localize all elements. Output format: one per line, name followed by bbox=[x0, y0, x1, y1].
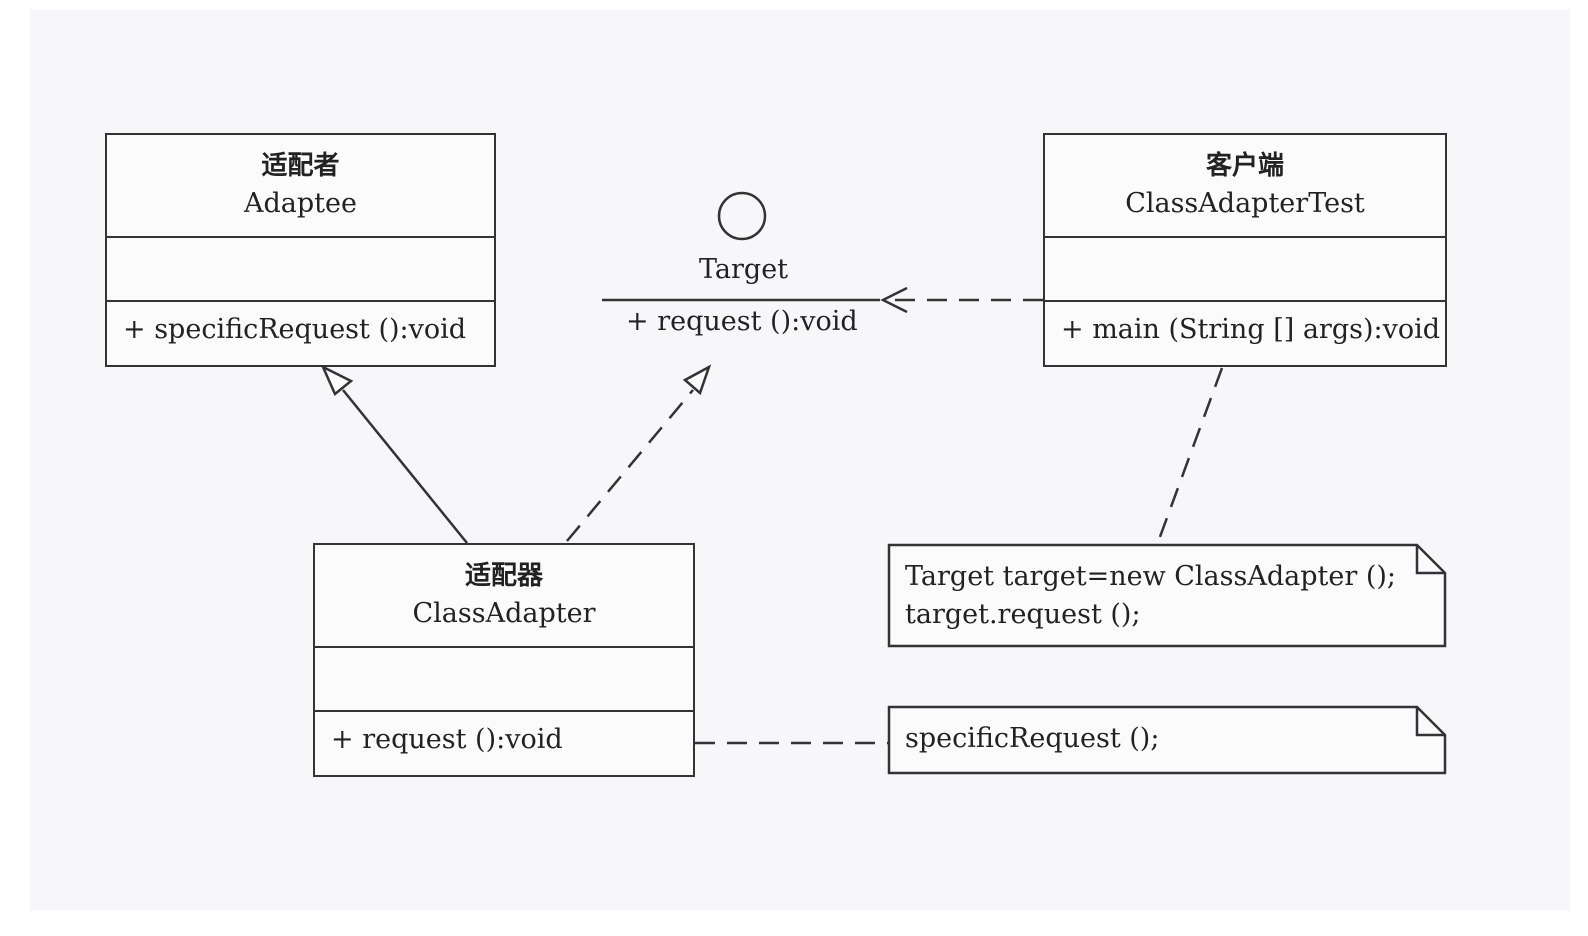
adaptee-name: Adaptee bbox=[244, 188, 357, 219]
client-name-section: 客户端 ClassAdapterTest bbox=[1045, 135, 1445, 238]
client-note-anchor-line bbox=[1155, 367, 1224, 546]
client-note-text: Target target=new ClassAdapter (); targe… bbox=[905, 558, 1396, 634]
adaptee-class: 适配者 Adaptee + specificRequest ():void bbox=[105, 133, 496, 367]
client-operation: + main (String [] args):void bbox=[1061, 314, 1441, 345]
adaptee-operation: + specificRequest ():void bbox=[123, 314, 467, 345]
client-note-line-2: target.request (); bbox=[905, 599, 1141, 630]
adapter-operation: + request ():void bbox=[331, 724, 563, 755]
dependency-arrowhead-icon bbox=[880, 286, 908, 314]
client-note-fold bbox=[1415, 545, 1445, 575]
generalization-line bbox=[342, 389, 468, 544]
client-name-cn: 客户端 bbox=[1205, 151, 1284, 181]
realization-arrowhead-icon bbox=[682, 364, 712, 396]
adaptee-attributes-section bbox=[107, 238, 494, 302]
adaptee-name-cn: 适配者 bbox=[261, 151, 340, 181]
generalization-arrowhead-icon bbox=[320, 364, 354, 396]
client-attributes-section bbox=[1045, 238, 1445, 302]
adapter-note-shape bbox=[887, 705, 1447, 775]
adapter-note-line-1: specificRequest (); bbox=[905, 723, 1160, 754]
client-note-line-1: Target target=new ClassAdapter (); bbox=[905, 561, 1397, 592]
interface-circle-icon bbox=[717, 191, 767, 241]
adapter-name: ClassAdapter bbox=[412, 598, 596, 629]
client-name: ClassAdapterTest bbox=[1125, 188, 1365, 219]
target-name: Target bbox=[699, 254, 789, 285]
adapter-name-cn: 适配器 bbox=[464, 561, 543, 591]
client-note-shape bbox=[887, 543, 1447, 648]
adapter-attributes-section bbox=[315, 648, 693, 712]
adapter-class: 适配器 ClassAdapter + request ():void bbox=[313, 543, 695, 777]
adapter-note-text: specificRequest (); bbox=[905, 720, 1159, 758]
target-operation: + request ():void bbox=[626, 306, 858, 337]
adapter-note-fold bbox=[1415, 707, 1445, 737]
adapter-name-section: 适配器 ClassAdapter bbox=[315, 545, 693, 648]
realization-line bbox=[566, 389, 694, 542]
client-class: 客户端 ClassAdapterTest + main (String [] a… bbox=[1043, 133, 1447, 367]
adaptee-name-section: 适配者 Adaptee bbox=[107, 135, 494, 238]
